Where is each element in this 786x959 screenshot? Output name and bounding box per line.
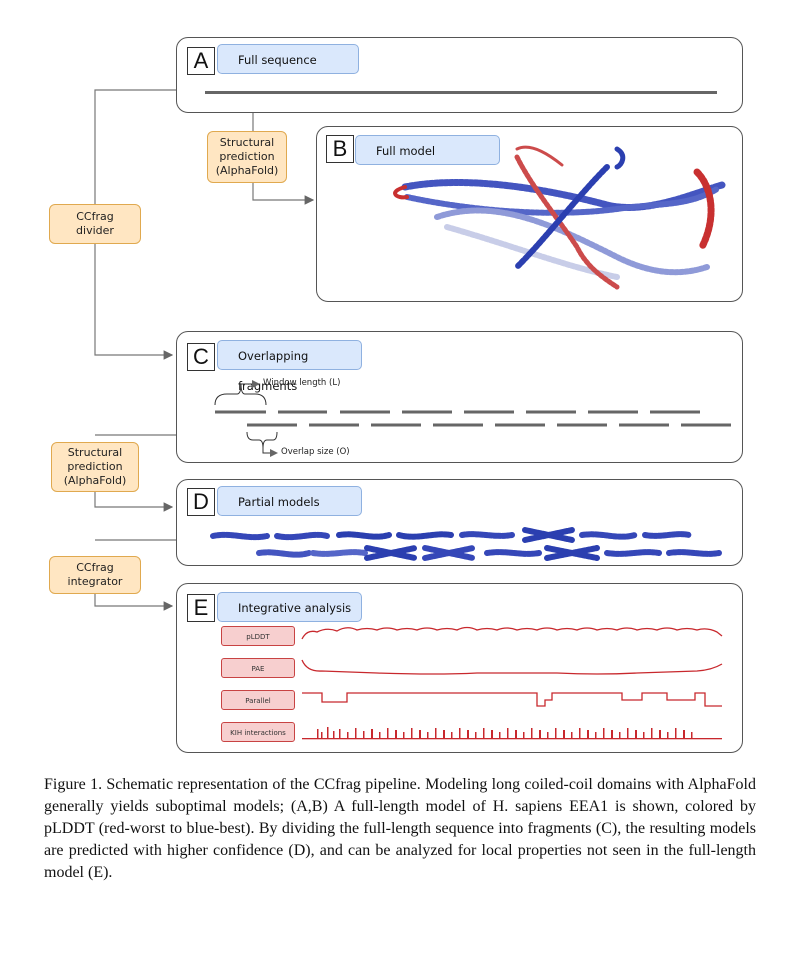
step-ccfrag-divider: CCfrag divider <box>49 204 141 244</box>
panel-e: E Integrative analysis pLDDT PAE Paralle… <box>176 583 743 753</box>
kih-bars <box>302 727 722 740</box>
integrative-tracks <box>301 626 723 740</box>
panel-c-letter: C <box>187 343 215 371</box>
panel-e-letter: E <box>187 594 215 622</box>
panel-a-letter: A <box>187 47 215 75</box>
panel-b: B Full model <box>316 126 743 302</box>
panel-b-letter: B <box>326 135 354 163</box>
partial-models <box>210 527 722 561</box>
step-structural-prediction-2: Structural prediction (AlphaFold) <box>51 442 139 492</box>
panel-e-title: Integrative analysis <box>217 592 362 622</box>
panel-d-letter: D <box>187 488 215 516</box>
parallel-trace <box>302 692 722 707</box>
panel-a-title: Full sequence <box>217 44 359 74</box>
full-sequence-line <box>205 91 717 94</box>
fragments-schematic <box>214 380 731 457</box>
panel-c: C Overlapping fragments Window <box>176 331 743 463</box>
full-model-structure <box>393 145 726 290</box>
figure-caption: Figure 1. Schematic representation of th… <box>44 776 756 881</box>
overlap-size-label: Overlap size (O) <box>281 447 350 457</box>
track-label-parallel: Parallel <box>221 690 295 710</box>
step-ccfrag-integrator: CCfrag integrator <box>49 556 141 594</box>
panel-a: A Full sequence <box>176 37 743 113</box>
track-label-pae: PAE <box>221 658 295 678</box>
step-structural-prediction-1: Structural prediction (AlphaFold) <box>207 131 287 183</box>
panel-d-title: Partial models <box>217 486 362 516</box>
panel-b-title: Full model <box>355 135 500 165</box>
pae-trace <box>301 659 723 675</box>
window-length-label: Window length (L) <box>263 378 341 388</box>
track-label-kih: KIH interactions <box>221 722 295 742</box>
track-label-plddt: pLDDT <box>221 626 295 646</box>
plddt-trace <box>301 626 723 640</box>
panel-d: D Partial models <box>176 479 743 566</box>
